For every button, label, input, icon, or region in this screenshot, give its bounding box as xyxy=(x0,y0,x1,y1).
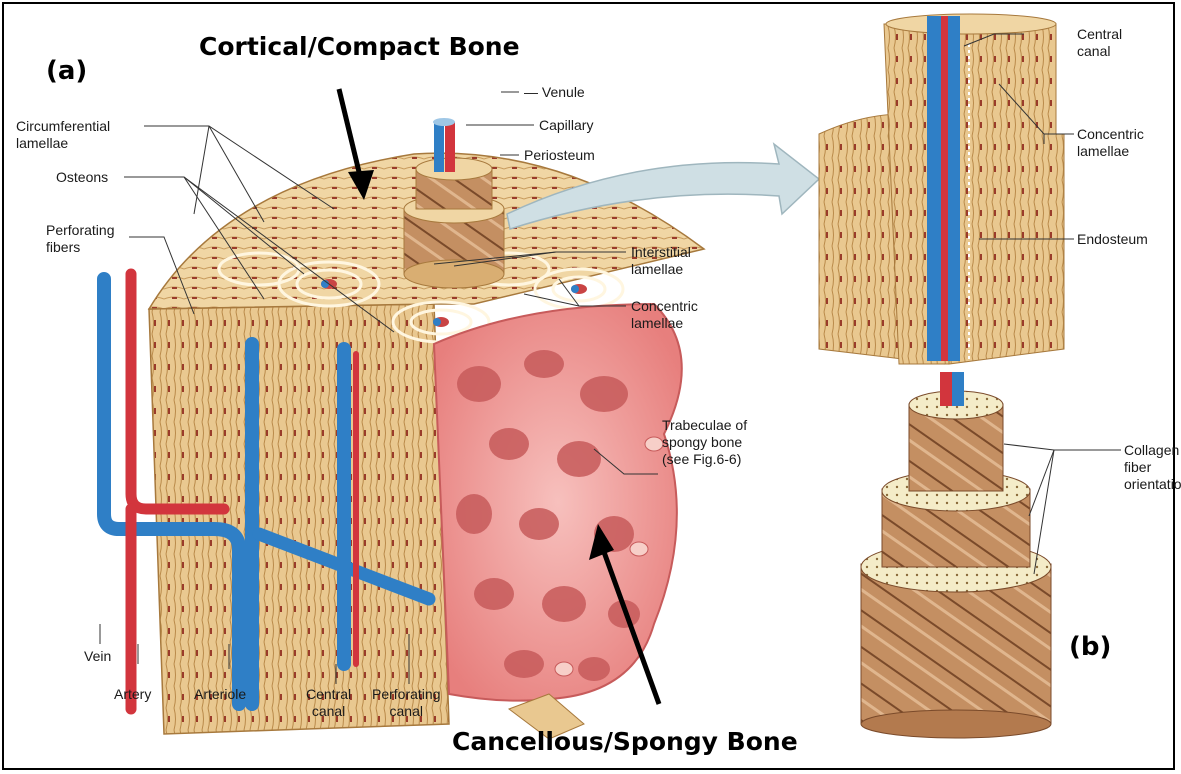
osteon-cutaway xyxy=(819,14,1064,364)
label-arteriole: Arteriole xyxy=(194,686,246,703)
headline-spongy-bone: Cancellous/Spongy Bone xyxy=(452,727,798,756)
label-capillary: Capillary xyxy=(539,117,593,134)
label-venule: — Venule xyxy=(524,84,585,101)
panel-a-label: (a) xyxy=(46,56,87,86)
label-periosteum: Periosteum xyxy=(524,147,595,164)
label-osteons: Osteons xyxy=(56,169,108,186)
label-endosteum: Endosteum xyxy=(1077,231,1148,248)
spongy-bone xyxy=(434,304,682,739)
label-collagen-fiber-orientation: Collagenfiberorientation xyxy=(1124,442,1181,493)
label-vein: Vein xyxy=(84,648,111,665)
collagen-layers xyxy=(861,372,1051,738)
label-artery: Artery xyxy=(114,686,151,703)
panel-b-label: (b) xyxy=(1069,632,1111,662)
headline-compact-bone: Cortical/Compact Bone xyxy=(199,32,520,61)
